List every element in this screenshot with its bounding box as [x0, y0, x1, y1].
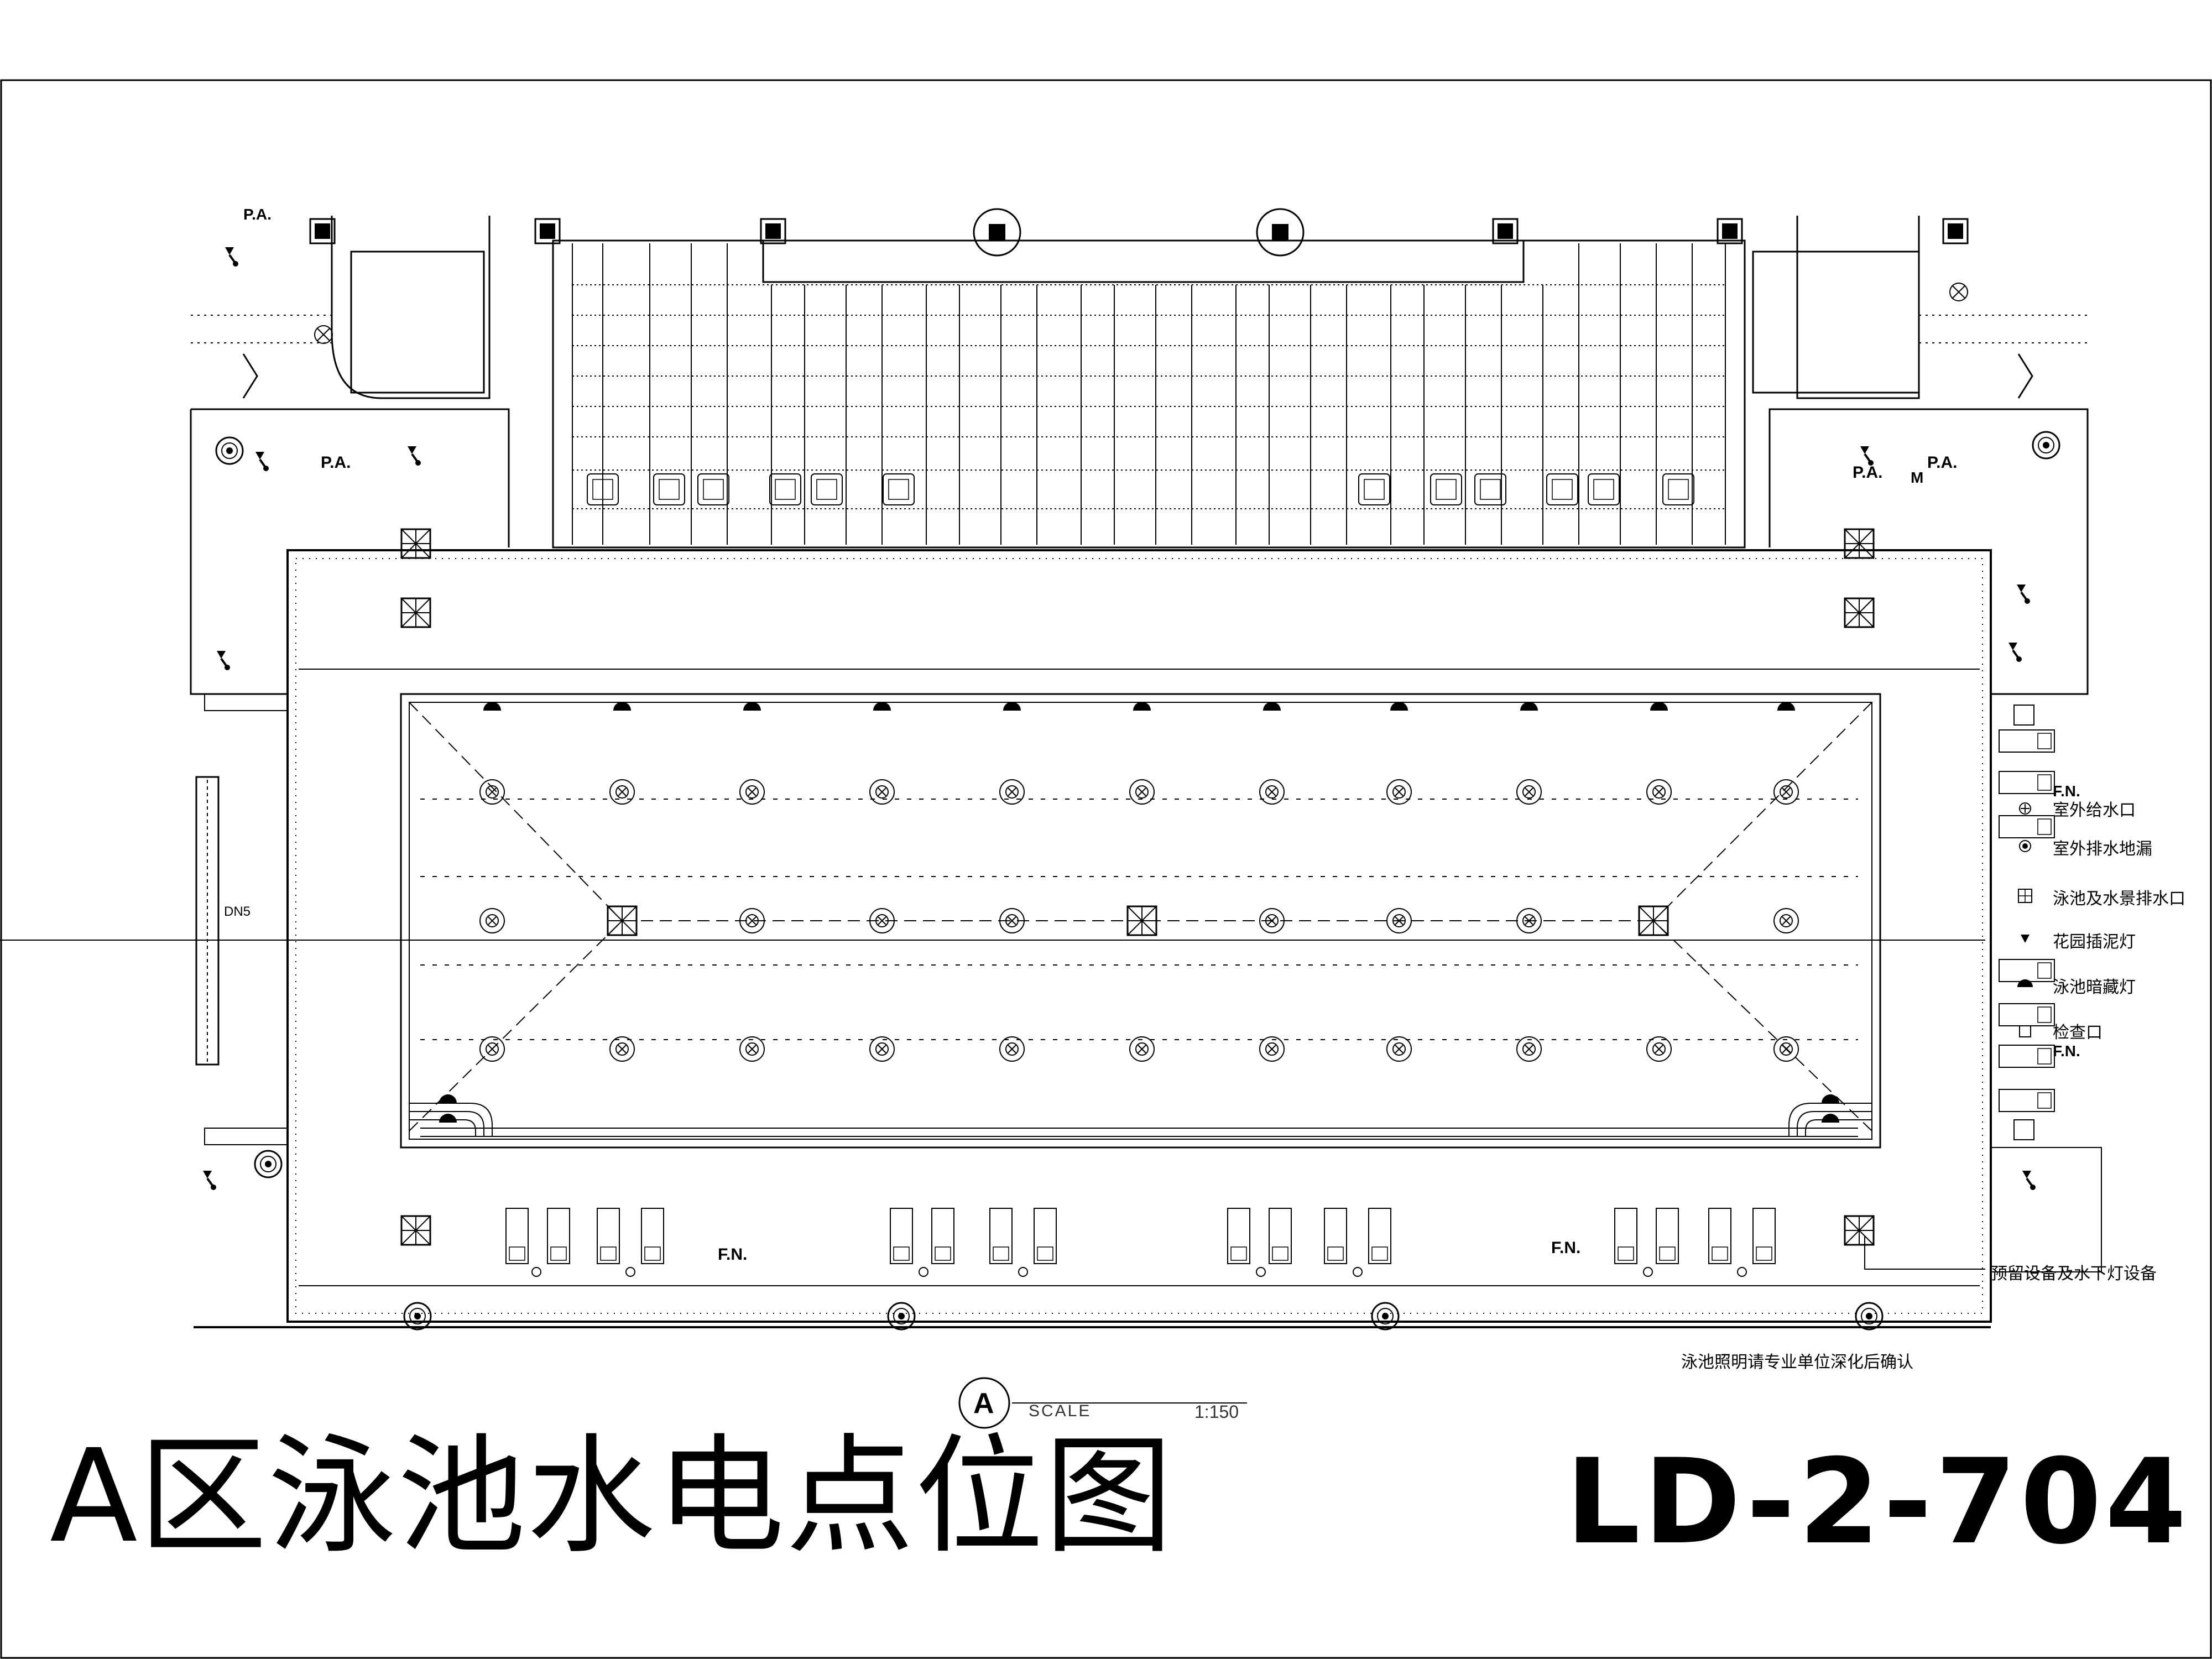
m-label-right: M — [1911, 469, 1924, 486]
note-equipment: 预留设备及水下灯设备 — [1991, 1264, 2157, 1284]
legend-item-garden-spike-light: 花园插泥灯 — [2053, 932, 2136, 952]
pa-label-top-left: P.A. — [243, 206, 272, 223]
legend-item-outdoor-water-supply: 室外给水口 — [2053, 801, 2136, 820]
drawing-title: A区泳池水电点位图 — [50, 1422, 1174, 1571]
scale-value: 1:150 — [1194, 1402, 1239, 1422]
fn-label-bottom-left: F.N. — [718, 1245, 748, 1264]
fn-label-bottom-right: F.N. — [1551, 1239, 1581, 1257]
legend-item-outdoor-floor-drain: 室外排水地漏 — [2053, 839, 2152, 859]
section-mark: A — [973, 1387, 994, 1420]
sheet-number: LD-2-704 — [1565, 1433, 2190, 1570]
pa-label-right-1: P.A. — [1853, 463, 1883, 482]
pipe-label: DN5 — [224, 904, 251, 919]
fn-label-right-bottom: F.N. — [2053, 1042, 2080, 1060]
pa-label-right-2: P.A. — [1927, 453, 1958, 472]
legend-item-inspection-port: 检查口 — [2053, 1023, 2103, 1042]
legend-item-pool-drain: 泳池及水景排水口 — [2053, 889, 2185, 909]
scale-label: SCALE — [1029, 1402, 1092, 1420]
fn-label-right-top: F.N. — [2053, 782, 2080, 800]
note-lighting: 泳池照明请专业单位深化后确认 — [1681, 1353, 1913, 1372]
pa-label-left: P.A. — [321, 453, 351, 472]
legend-item-pool-recessed-light: 泳池暗藏灯 — [2053, 978, 2136, 997]
